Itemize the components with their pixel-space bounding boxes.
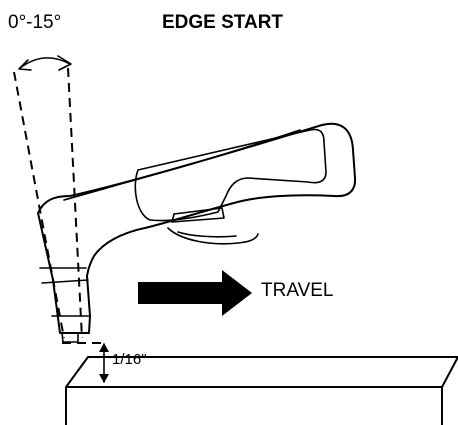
plasma-torch [37,122,357,343]
title-label: EDGE START [162,12,283,33]
workpiece-plate [65,356,458,425]
angle-arc-arrow [18,55,72,71]
travel-label: TRAVEL [261,280,334,301]
travel-arrow [138,270,252,316]
angle-range-label: 0°-15° [8,12,61,33]
standoff-gap-label: 1/16" [112,351,147,368]
angle-reference-lines [13,67,83,339]
standoff-dimension [62,342,109,383]
